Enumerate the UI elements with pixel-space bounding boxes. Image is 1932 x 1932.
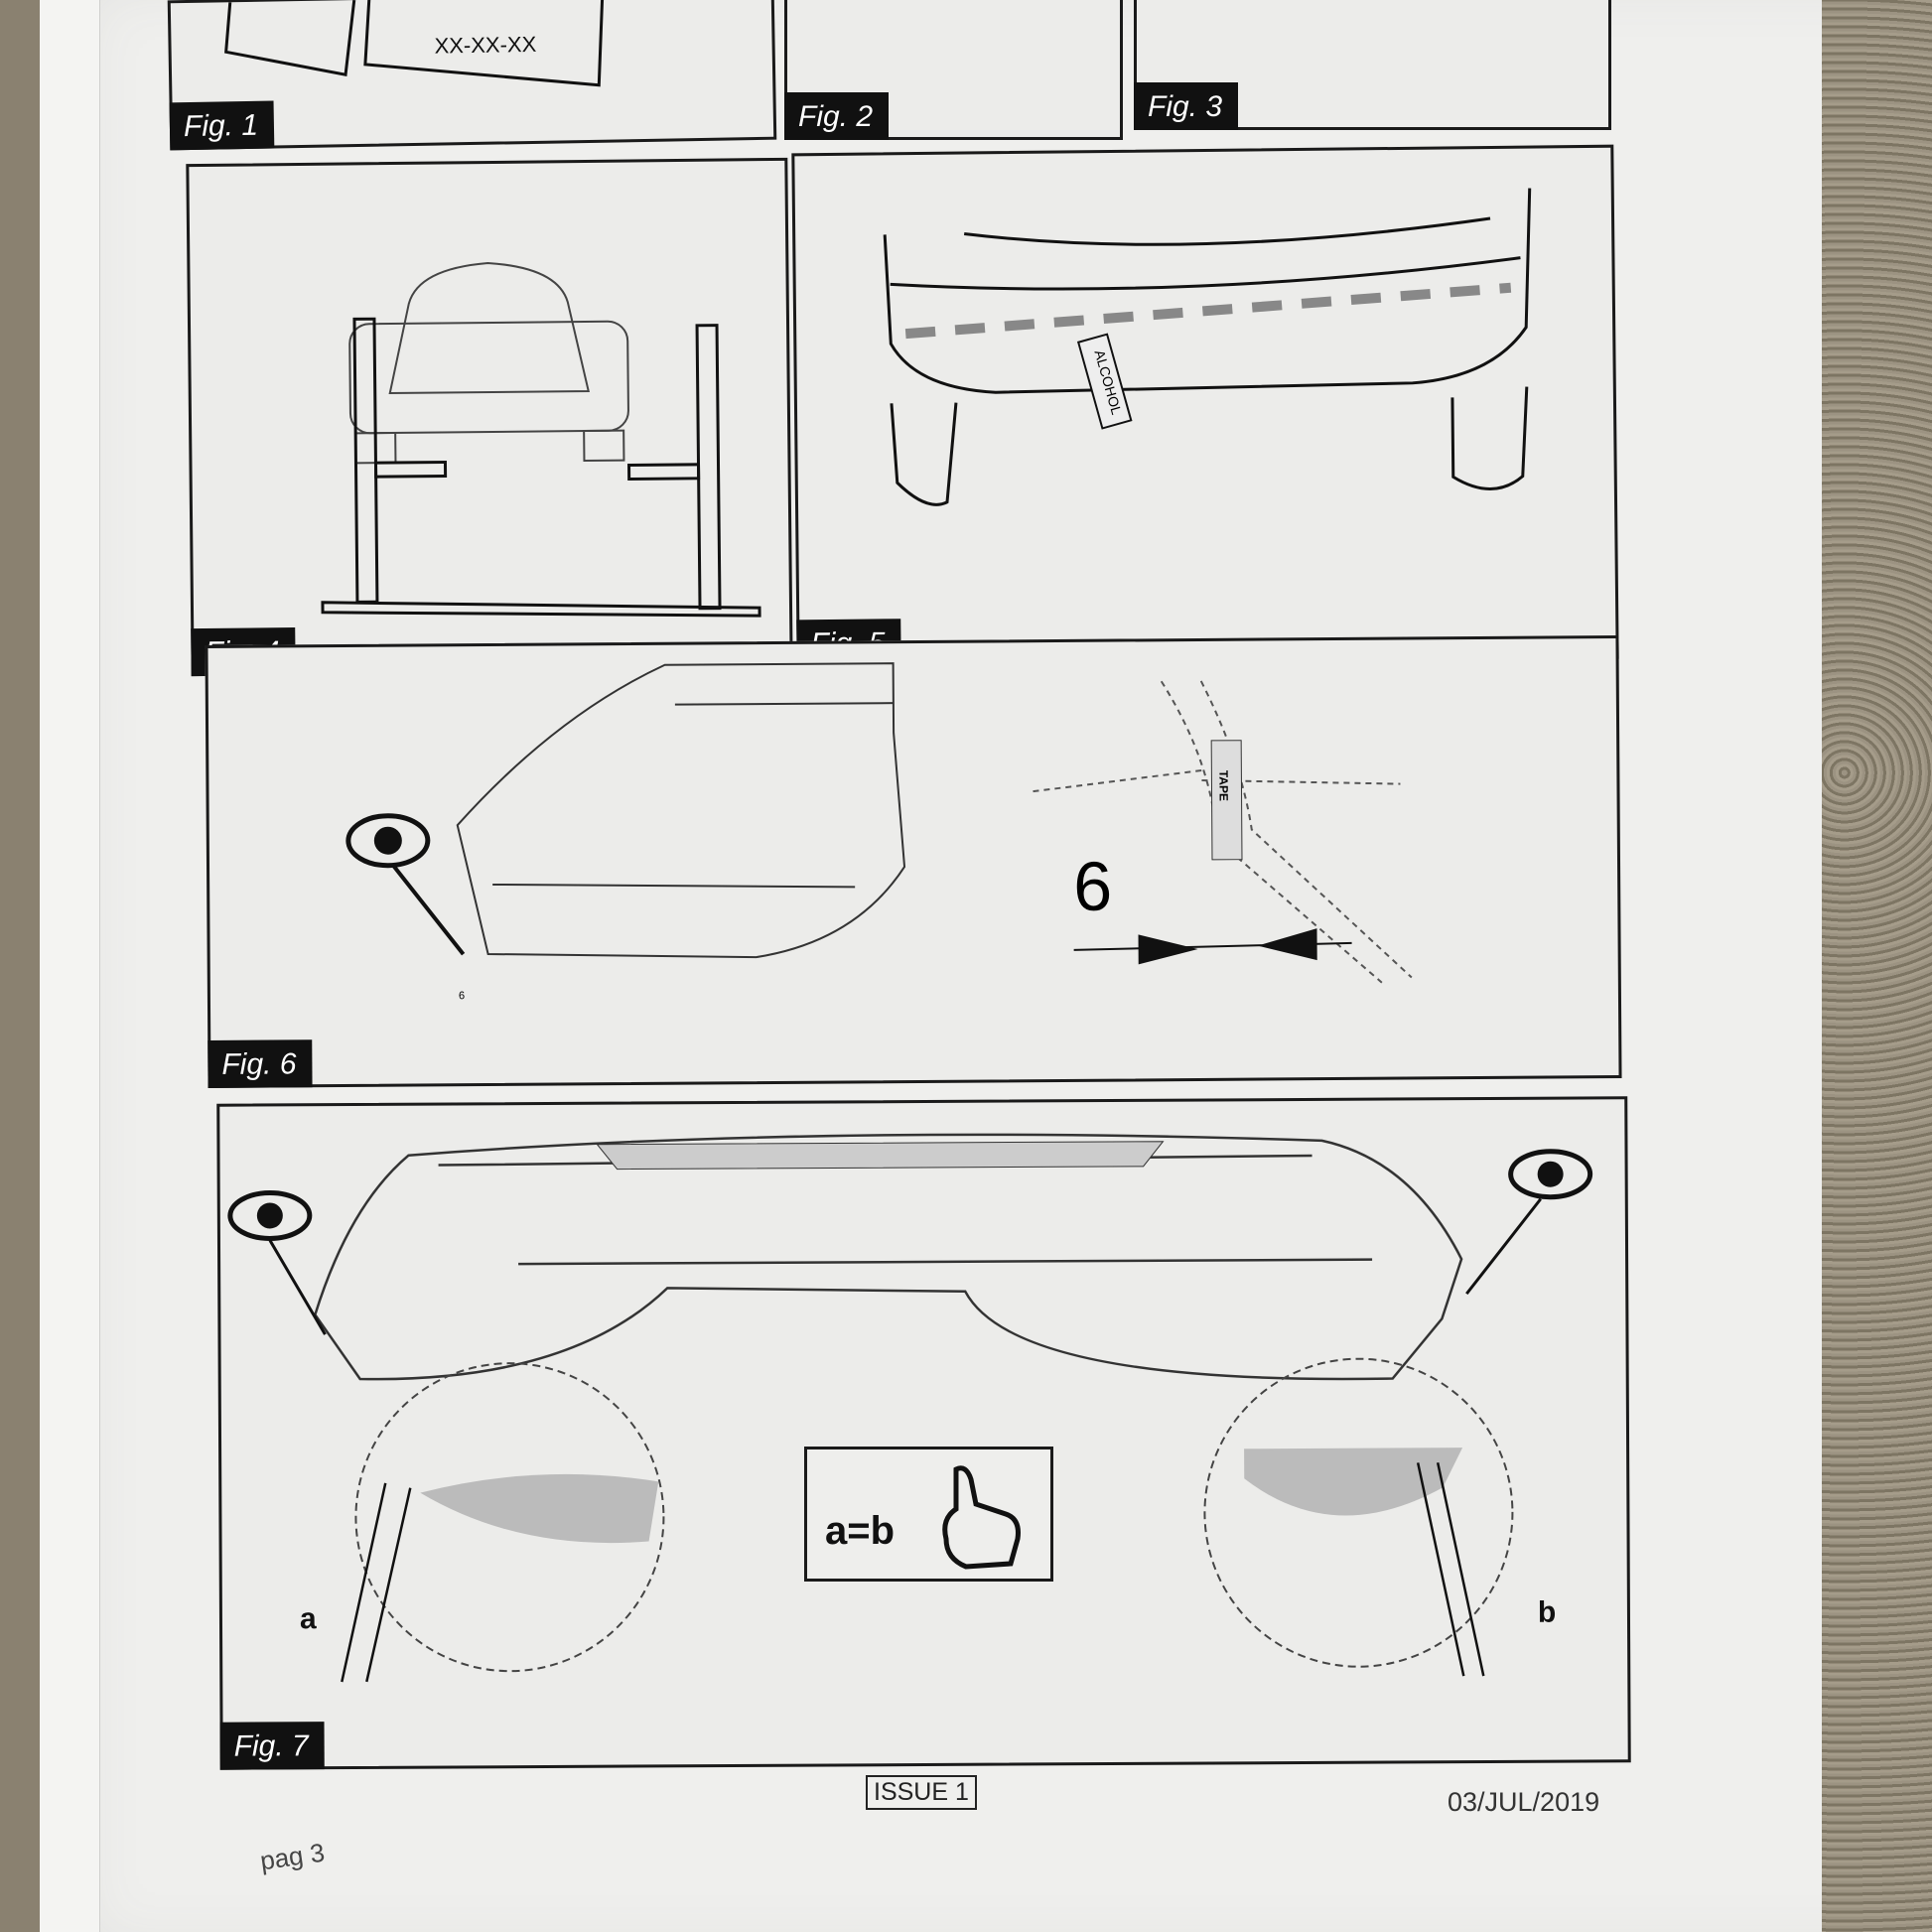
fig-3-label: Fig. 3 bbox=[1134, 82, 1239, 130]
gap-equality-box: a=b bbox=[804, 1447, 1053, 1582]
bumper-cleaning-drawing: ALCOHOL bbox=[883, 188, 1532, 506]
gap-b-label: b bbox=[1537, 1595, 1557, 1629]
equation-text: a=b bbox=[825, 1509, 896, 1553]
background-surface bbox=[1807, 0, 1932, 1932]
car-lift-drawing bbox=[321, 262, 761, 618]
figure-6: TAPE 6 6 Fig. 6 bbox=[205, 635, 1622, 1088]
figure-1: XX-XX-XX Fig. 1 bbox=[167, 0, 777, 151]
figure-2: Fig. 2 bbox=[784, 0, 1123, 140]
fig-1-label: Fig. 1 bbox=[169, 100, 275, 151]
previous-page-edge bbox=[40, 0, 100, 1932]
eye-icon-left bbox=[227, 1189, 313, 1241]
tape-alignment-drawing: TAPE 6 6 bbox=[345, 662, 1413, 1002]
figure-5: ALCOHOL Fig. 5 bbox=[791, 144, 1619, 668]
fig-2-label: Fig. 2 bbox=[784, 92, 890, 140]
detail-circle-right bbox=[1203, 1357, 1514, 1668]
tape-label: TAPE bbox=[1216, 770, 1230, 801]
fig1-code: XX-XX-XX bbox=[434, 31, 537, 59]
figure-7: a b Fig. 7 bbox=[216, 1096, 1631, 1770]
small-dimension-value: 6 bbox=[459, 990, 465, 1002]
eye-icon-right bbox=[1508, 1149, 1593, 1200]
fig-6-label: Fig. 6 bbox=[207, 1039, 313, 1088]
figure-4: Fig. 4 bbox=[186, 157, 793, 677]
eye-icon bbox=[345, 813, 431, 869]
gap-a-label: a bbox=[299, 1602, 317, 1636]
figure-3: Fig. 3 bbox=[1134, 0, 1611, 130]
bumper-gap-drawing bbox=[227, 1133, 1593, 1683]
thumbs-up-icon bbox=[942, 1465, 1021, 1570]
issue-number: ISSUE 1 bbox=[866, 1775, 977, 1810]
dimension-value: 6 bbox=[1073, 848, 1112, 925]
fig1-drawing bbox=[224, 0, 605, 87]
fig-7-label: Fig. 7 bbox=[219, 1722, 325, 1770]
issue-date: 03/JUL/2019 bbox=[1448, 1787, 1600, 1817]
